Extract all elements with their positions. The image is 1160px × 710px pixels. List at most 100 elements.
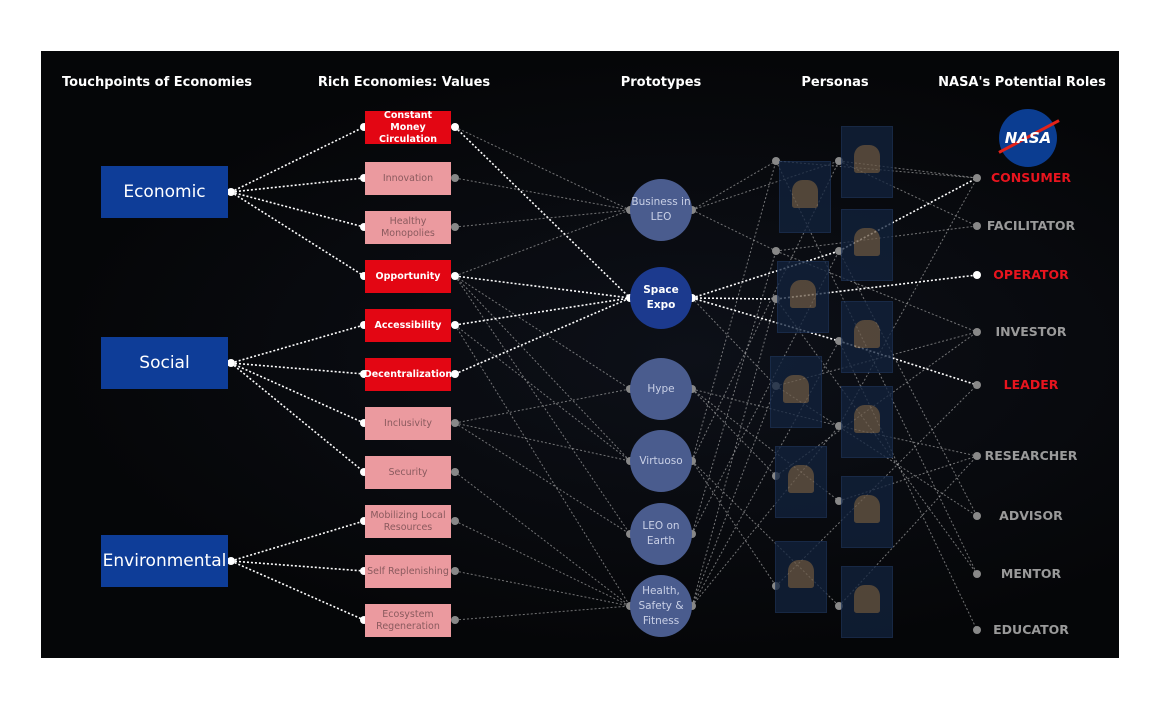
- connector-dot: [227, 557, 235, 565]
- connector-dot: [451, 419, 459, 427]
- connector-dot: [451, 223, 459, 231]
- connection-line: [691, 298, 777, 607]
- connector-dot: [973, 328, 981, 336]
- value-box: Ecosystem Regeneration: [365, 604, 451, 637]
- header-roles: NASA's Potential Roles: [938, 75, 1106, 90]
- connection-line: [454, 570, 631, 607]
- connector-dot: [973, 626, 981, 634]
- persona-portrait: [854, 495, 880, 523]
- connector-dot: [973, 222, 981, 230]
- connector-dot: [973, 512, 981, 520]
- persona-card: [775, 446, 827, 518]
- connection-line: [454, 275, 631, 299]
- persona-card: [841, 209, 893, 281]
- connector-dot: [451, 616, 459, 624]
- connection-line: [230, 520, 365, 562]
- connection-line: [454, 422, 631, 535]
- connection-line: [691, 297, 777, 300]
- connection-line: [454, 324, 631, 607]
- connection-line: [691, 209, 777, 252]
- connection-line: [691, 388, 840, 427]
- connection-line: [230, 177, 365, 193]
- connector-dot: [451, 174, 459, 182]
- value-box: Mobilizing Local Resources: [365, 505, 451, 538]
- persona-portrait: [854, 320, 880, 348]
- role-label: EDUCATOR: [993, 622, 1069, 637]
- value-box: Healthy Monopolies: [365, 211, 451, 244]
- connection-line: [691, 388, 777, 477]
- prototype-node: Hype: [630, 358, 692, 420]
- connection-line: [454, 275, 631, 462]
- persona-card: [775, 541, 827, 613]
- connection-line: [454, 605, 631, 621]
- connection-line: [775, 384, 978, 587]
- persona-card: [841, 566, 893, 638]
- connection-line: [454, 177, 631, 211]
- connector-dot: [227, 359, 235, 367]
- connection-line: [230, 324, 365, 364]
- persona-portrait: [854, 145, 880, 173]
- value-box: Innovation: [365, 162, 451, 195]
- connection-line: [838, 425, 978, 457]
- connection-line: [454, 471, 631, 607]
- header-touchpoints: Touchpoints of Economies: [61, 75, 253, 90]
- value-box: Decentralization: [364, 358, 452, 391]
- prototype-node: Health, Safety & Fitness: [630, 575, 692, 637]
- connection-line: [691, 297, 840, 342]
- connection-line: [691, 385, 777, 607]
- connector-dot: [451, 517, 459, 525]
- connection-line: [454, 388, 631, 424]
- persona-card: [770, 356, 822, 428]
- connection-line: [230, 191, 365, 277]
- connection-line: [691, 460, 777, 587]
- connection-line: [454, 126, 631, 211]
- touchpoint-environmental: Environmental: [101, 535, 228, 587]
- connection-line: [230, 126, 365, 193]
- connection-line: [454, 126, 631, 299]
- header-values: Rich Economies: Values: [317, 75, 491, 90]
- connector-dot: [451, 321, 459, 329]
- prototype-node: Space Expo: [630, 267, 692, 329]
- role-label: INVESTOR: [995, 324, 1067, 339]
- connection-line: [454, 209, 631, 277]
- connector-dot: [973, 570, 981, 578]
- connection-line: [691, 250, 840, 299]
- connection-line: [454, 275, 631, 535]
- connection-line: [838, 177, 978, 427]
- header-personas: Personas: [801, 75, 869, 90]
- connection-line: [691, 388, 840, 502]
- persona-card: [779, 161, 831, 233]
- connector-dot: [772, 157, 780, 165]
- persona-card: [841, 476, 893, 548]
- connection-line: [691, 160, 777, 211]
- touchpoint-social: Social: [101, 337, 228, 389]
- connector-dot: [973, 381, 981, 389]
- persona-portrait: [788, 465, 814, 493]
- connection-line: [838, 250, 978, 517]
- persona-card: [841, 301, 893, 373]
- header-prototypes: Prototypes: [620, 75, 702, 90]
- connector-dot: [451, 567, 459, 575]
- prototype-node: LEO on Earth: [630, 503, 692, 565]
- persona-card: [841, 126, 893, 198]
- connection-line: [775, 298, 978, 575]
- role-label: OPERATOR: [993, 267, 1069, 282]
- persona-portrait: [790, 280, 816, 308]
- prototype-node: Virtuoso: [630, 430, 692, 492]
- value-box: Constant Money Circulation: [365, 110, 451, 145]
- connection-line: [230, 560, 365, 621]
- nasa-logo-text: NASA: [1004, 129, 1052, 147]
- prototype-node: Business in LEO: [630, 179, 692, 241]
- connection-line: [454, 520, 631, 607]
- touchpoint-economic: Economic: [101, 166, 228, 218]
- connection-line: [230, 362, 365, 473]
- nasa-logo: NASA: [999, 109, 1057, 167]
- connector-dot: [973, 174, 981, 182]
- persona-portrait: [792, 180, 818, 208]
- persona-portrait: [788, 560, 814, 588]
- connection-line: [838, 160, 978, 179]
- connection-line: [454, 275, 631, 390]
- connector-dot: [451, 370, 459, 378]
- persona-portrait: [783, 375, 809, 403]
- value-box: Security: [365, 456, 451, 489]
